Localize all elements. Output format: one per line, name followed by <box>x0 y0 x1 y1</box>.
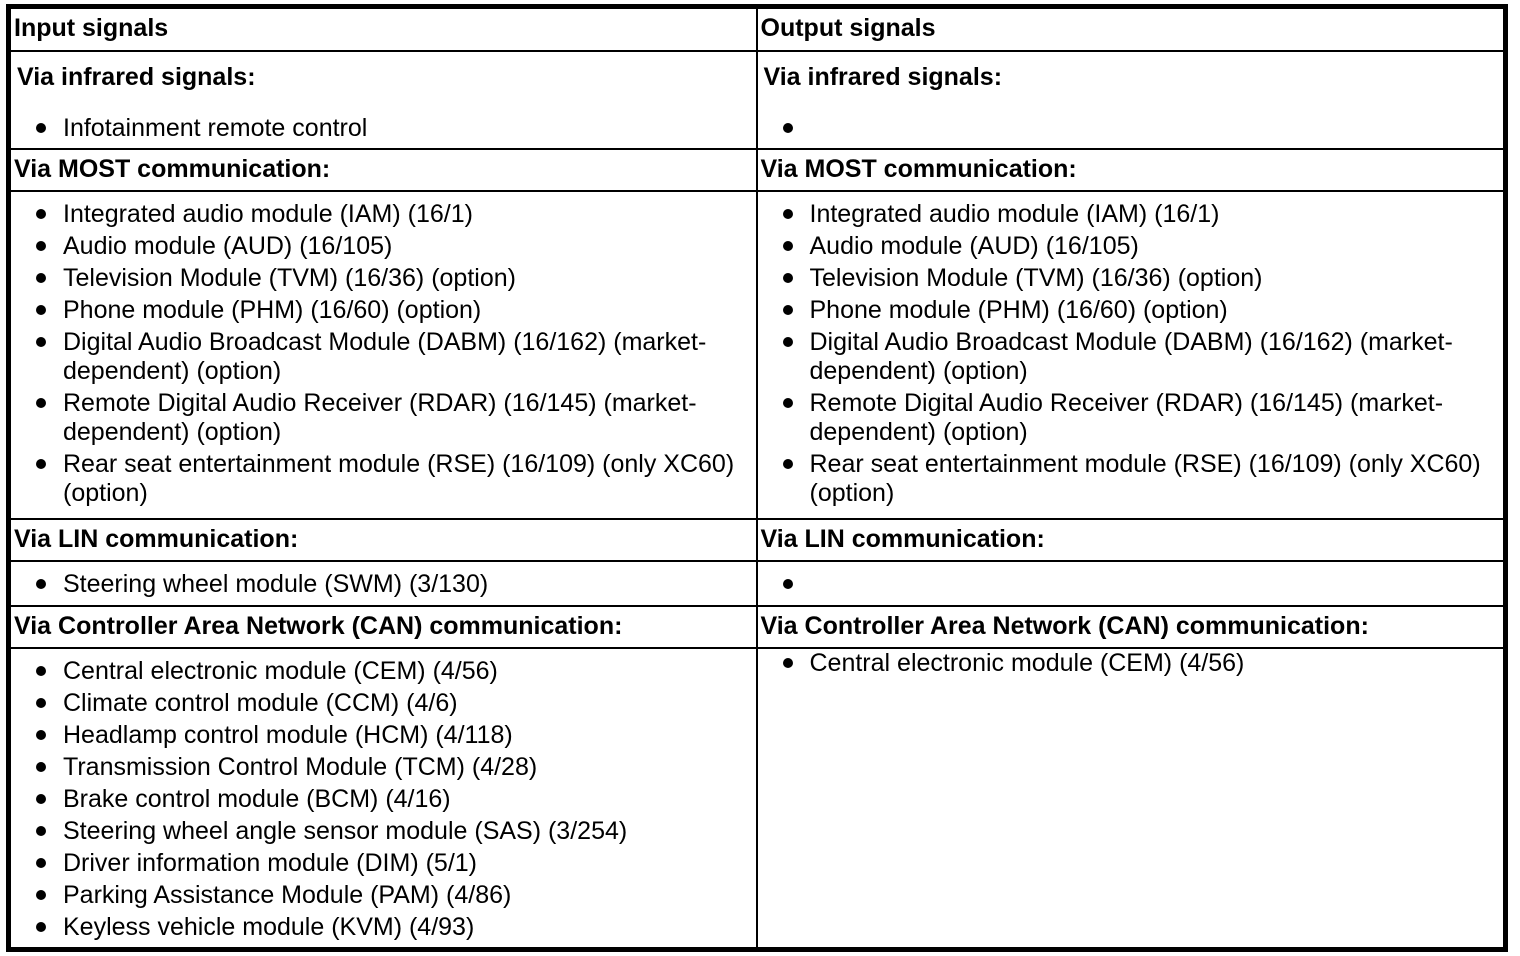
table-header-row: Input signals Output signals <box>7 5 1507 52</box>
list-item: Central electronic module (CEM) (4/56) <box>761 650 1500 678</box>
list-item: Keyless vehicle module (KVM) (4/93) <box>14 913 752 942</box>
can-title-output-cell: Via Controller Area Network (CAN) commun… <box>755 605 1507 649</box>
can-output-cell: Central electronic module (CEM) (4/56) <box>755 647 1507 951</box>
infrared-output-list <box>761 114 1500 143</box>
can-input-cell: Central electronic module (CEM) (4/56) C… <box>7 647 758 951</box>
list-item: Brake control module (BCM) (4/16) <box>14 785 752 814</box>
list-item: Integrated audio module (IAM) (16/1) <box>14 200 752 229</box>
can-input-list: Central electronic module (CEM) (4/56) C… <box>14 657 752 942</box>
section-title-can: Via Controller Area Network (CAN) commun… <box>760 612 1369 640</box>
list-item: Climate control module (CCM) (4/6) <box>14 689 752 718</box>
list-item: Headlamp control module (HCM) (4/118) <box>14 721 752 750</box>
section-title-infrared: Via infrared signals: <box>763 63 1003 91</box>
most-title-output-cell: Via MOST communication: <box>755 148 1507 192</box>
most-input-list: Integrated audio module (IAM) (16/1) Aud… <box>14 200 752 508</box>
section-can-title-row: Via Controller Area Network (CAN) commun… <box>7 605 1507 649</box>
list-item: Remote Digital Audio Receiver (RDAR) (16… <box>14 389 752 447</box>
lin-output-list <box>761 570 1500 599</box>
section-infrared-row: Via infrared signals: Infotainment remot… <box>7 50 1507 150</box>
column-header-input: Input signals <box>14 14 169 42</box>
list-item: Digital Audio Broadcast Module (DABM) (1… <box>14 328 752 386</box>
lin-input-cell: Steering wheel module (SWM) (3/130) <box>7 560 758 607</box>
most-input-cell: Integrated audio module (IAM) (16/1) Aud… <box>7 190 758 520</box>
list-item: Digital Audio Broadcast Module (DABM) (1… <box>761 328 1500 386</box>
list-item: Central electronic module (CEM) (4/56) <box>14 657 752 686</box>
section-lin-title-row: Via LIN communication: Via LIN communica… <box>7 518 1507 562</box>
lin-output-cell <box>755 560 1507 607</box>
infrared-input-list: Infotainment remote control <box>14 114 752 143</box>
list-item: Audio module (AUD) (16/105) <box>14 232 752 261</box>
list-item: Integrated audio module (IAM) (16/1) <box>761 200 1500 229</box>
list-item: Transmission Control Module (TCM) (4/28) <box>14 753 752 782</box>
list-item: Infotainment remote control <box>14 114 752 143</box>
section-title-most: Via MOST communication: <box>14 155 331 183</box>
section-title-lin: Via LIN communication: <box>14 525 299 553</box>
header-cell-output: Output signals <box>755 5 1507 52</box>
list-item: Driver information module (DIM) (5/1) <box>14 849 752 878</box>
list-item: Rear seat entertainment module (RSE) (16… <box>761 450 1500 508</box>
most-output-cell: Integrated audio module (IAM) (16/1) Aud… <box>755 190 1507 520</box>
list-item: Phone module (PHM) (16/60) (option) <box>14 296 752 325</box>
section-title-infrared: Via infrared signals: <box>17 63 256 91</box>
lin-title-output-cell: Via LIN communication: <box>755 518 1507 562</box>
section-can-list-row: Central electronic module (CEM) (4/56) C… <box>7 647 1507 951</box>
list-item: Television Module (TVM) (16/36) (option) <box>761 264 1500 293</box>
section-lin-list-row: Steering wheel module (SWM) (3/130) <box>7 560 1507 607</box>
list-item: Rear seat entertainment module (RSE) (16… <box>14 450 752 508</box>
list-item: Steering wheel angle sensor module (SAS)… <box>14 817 752 846</box>
list-item: Phone module (PHM) (16/60) (option) <box>761 296 1500 325</box>
signals-table: Input signals Output signals Via infrare… <box>6 4 1508 952</box>
section-title-can: Via Controller Area Network (CAN) commun… <box>14 612 623 640</box>
lin-input-list: Steering wheel module (SWM) (3/130) <box>14 570 752 599</box>
list-item: Television Module (TVM) (16/36) (option) <box>14 264 752 293</box>
column-header-output: Output signals <box>760 14 936 42</box>
infrared-output-cell: Via infrared signals: <box>755 50 1507 150</box>
list-item <box>761 114 1500 143</box>
section-title-most: Via MOST communication: <box>760 155 1077 183</box>
header-cell-input: Input signals <box>7 5 758 52</box>
most-title-input-cell: Via MOST communication: <box>7 148 758 192</box>
list-item: Steering wheel module (SWM) (3/130) <box>14 570 752 599</box>
can-title-input-cell: Via Controller Area Network (CAN) commun… <box>7 605 758 649</box>
infrared-input-cell: Via infrared signals: Infotainment remot… <box>7 50 758 150</box>
list-item <box>761 570 1500 599</box>
section-most-title-row: Via MOST communication: Via MOST communi… <box>7 148 1507 192</box>
most-output-list: Integrated audio module (IAM) (16/1) Aud… <box>761 200 1500 508</box>
list-item: Parking Assistance Module (PAM) (4/86) <box>14 881 752 910</box>
list-item: Remote Digital Audio Receiver (RDAR) (16… <box>761 389 1500 447</box>
can-output-list: Central electronic module (CEM) (4/56) <box>761 650 1500 678</box>
section-title-lin: Via LIN communication: <box>760 525 1045 553</box>
section-most-list-row: Integrated audio module (IAM) (16/1) Aud… <box>7 190 1507 520</box>
list-item: Audio module (AUD) (16/105) <box>761 232 1500 261</box>
lin-title-input-cell: Via LIN communication: <box>7 518 758 562</box>
